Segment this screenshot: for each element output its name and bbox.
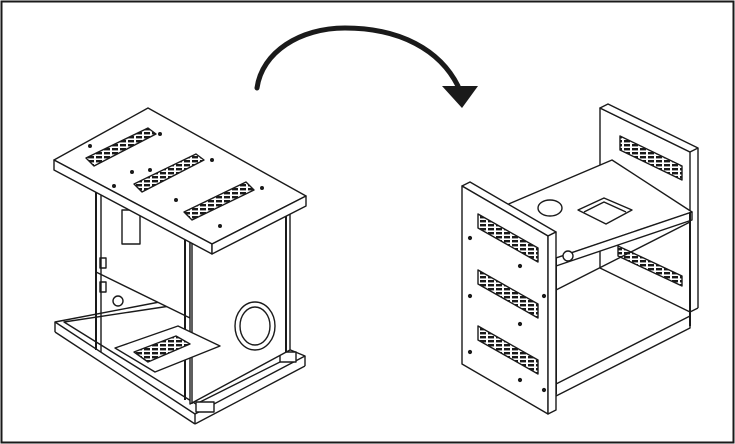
top-vent-3 xyxy=(183,181,255,221)
side-vent-1 xyxy=(477,213,539,263)
left-cabinet xyxy=(53,107,307,425)
square-cutout xyxy=(577,197,633,225)
side-vent-3 xyxy=(477,325,539,375)
round-cutout xyxy=(537,199,563,217)
top-vent-2 xyxy=(133,153,205,193)
rotate-arrow xyxy=(254,25,478,108)
side-vent-2 xyxy=(477,269,539,319)
bottom-vent xyxy=(133,335,191,363)
back-vent-upper xyxy=(619,135,683,181)
top-vent-1 xyxy=(85,127,157,167)
back-vent-lower xyxy=(617,245,683,287)
right-cabinet xyxy=(461,103,699,415)
